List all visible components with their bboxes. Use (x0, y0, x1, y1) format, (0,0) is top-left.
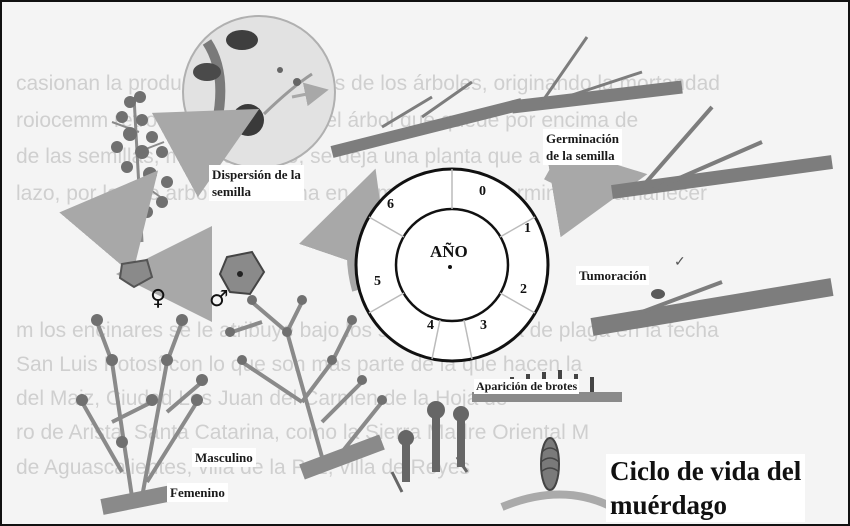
clock-number-6: 6 (387, 197, 394, 212)
year-clock: AÑO 0 1 2 3 4 5 6 (354, 167, 550, 363)
berry-cluster-illustration (111, 91, 173, 243)
tumoration-illustration (590, 278, 834, 336)
background-text-line: ro de Arista, Santa Catarina, como la Si… (16, 421, 590, 444)
clock-center-label: AÑO (430, 242, 468, 261)
male-symbol: ♂ (209, 287, 229, 312)
clock-number-2: 2 (520, 282, 527, 297)
arrow-to-berries (59, 170, 159, 275)
label-seed-germination: Germinación de la semilla (543, 129, 622, 165)
label-seed-dispersal-line1: Dispersión de la (212, 167, 301, 182)
label-sprout-appearance: Aparición de brotes (474, 379, 580, 394)
label-seed-germination-line2: de la semilla (546, 148, 615, 163)
germination-illustration (511, 36, 833, 199)
arrow-to-germination (544, 142, 648, 238)
clock-center-dot (448, 265, 452, 269)
seed-and-flower-illustration (118, 250, 266, 296)
background-text-line: m los encinares se le atribuye bajo los … (16, 319, 719, 342)
female-symbol: ♀ (150, 286, 166, 311)
small-arrow (291, 82, 329, 107)
male-plant-buds (225, 295, 387, 405)
label-seed-dispersal: Dispersión de la semilla (209, 165, 304, 201)
clock-number-3: 3 (480, 318, 487, 333)
diagram-title-line2: muérdago (610, 490, 727, 520)
clock-inner-ring (394, 207, 510, 323)
female-plant-berries (76, 314, 208, 448)
branch-seed-landing-illustration (330, 80, 524, 158)
clock-number-4: 4 (427, 318, 434, 333)
label-tumoration: Tumoración (576, 266, 650, 285)
diagram-title-line1: Ciclo de vida del (610, 456, 802, 486)
female-plant-illustration (80, 321, 204, 515)
diagram-title: Ciclo de vida del muérdago (606, 454, 806, 522)
label-female: Femenino (167, 483, 228, 502)
tumor-mark: ✓ (674, 255, 686, 270)
clock-dividers (368, 169, 536, 360)
male-plant-illustration (231, 300, 385, 480)
label-male: Masculino (192, 448, 256, 467)
clock-number-5: 5 (374, 274, 381, 289)
clock-number-0: 0 (479, 184, 486, 199)
clock-number-1: 1 (524, 221, 531, 236)
label-seed-germination-line1: Germinación (546, 131, 619, 146)
arrow-to-magnifier (151, 109, 260, 198)
sprouts-illustration (390, 370, 622, 511)
label-seed-dispersal-line2: semilla (212, 184, 251, 199)
